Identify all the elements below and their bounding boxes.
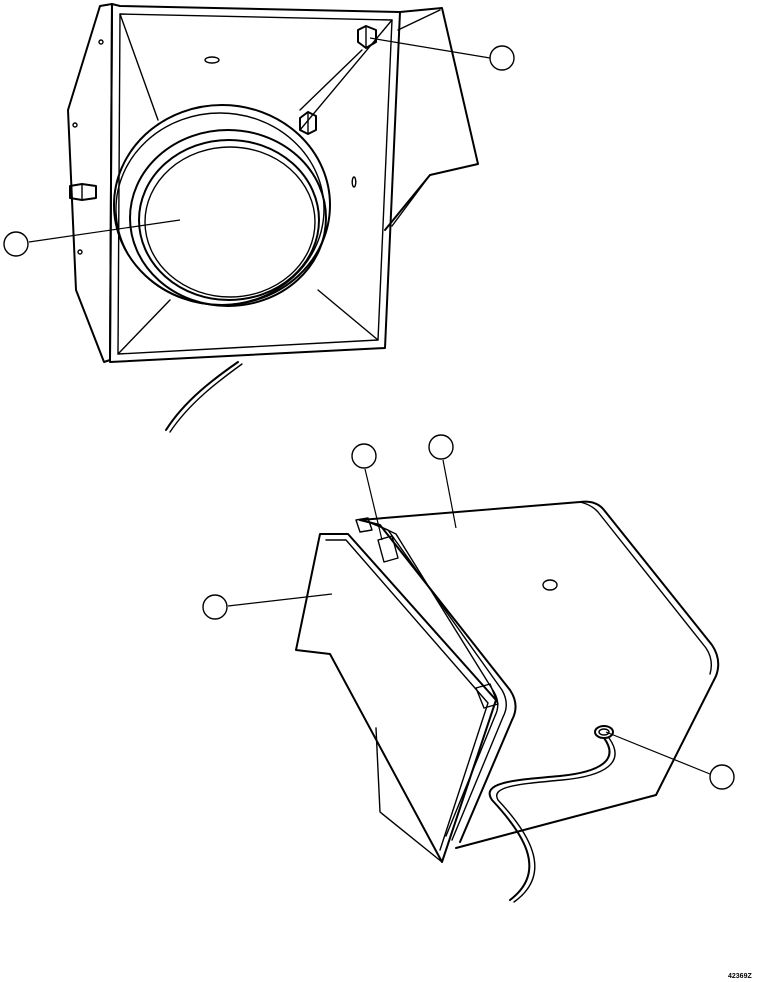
- recess-line: [119, 13, 159, 121]
- recess-line: [299, 19, 393, 131]
- upper-light-assembly: [67, 3, 479, 433]
- housing-back: [359, 500, 720, 849]
- housing-side-flange: [67, 3, 113, 363]
- mount-slot-top: [204, 56, 220, 64]
- tab-top: [377, 535, 399, 563]
- nut-upper: [299, 25, 377, 111]
- flange-hole: [77, 249, 83, 255]
- flange-stud: [69, 183, 97, 201]
- lens-face-upper: [144, 146, 316, 298]
- wire-grommet-inner: [598, 728, 610, 736]
- callout-2: [369, 37, 515, 71]
- housing-corner: [355, 517, 373, 533]
- callout-6: [605, 731, 735, 790]
- upper-wire: [165, 361, 239, 431]
- housing-side-seam-inner: [367, 521, 507, 841]
- figure-code: 42369Z: [728, 973, 752, 980]
- lower-wire: [488, 737, 611, 901]
- housing-rear-body: [384, 7, 479, 231]
- housing-front-frame: [109, 3, 401, 363]
- tab-bottom: [475, 683, 499, 709]
- lens-bezel-lower-inner: [325, 539, 489, 851]
- recess-line: [317, 289, 379, 341]
- flange-hole: [98, 39, 104, 45]
- bezel-bottom-panel: [375, 727, 443, 863]
- upper-wire-outline: [169, 363, 243, 433]
- lens-ring-inner: [138, 139, 320, 301]
- mount-slot-side: [351, 176, 357, 188]
- lens-bezel-outer: [113, 104, 331, 306]
- upper-wire-rear: [391, 174, 431, 227]
- lens-bezel-ring: [129, 129, 327, 307]
- lens-bezel-lower: [295, 533, 497, 863]
- callout-1: [3, 219, 181, 257]
- housing-rear-edge: [397, 9, 441, 31]
- callouts: [3, 37, 735, 790]
- wire-grommet: [594, 725, 614, 739]
- housing-side-seam: [359, 519, 517, 843]
- callout-5: [202, 593, 333, 620]
- housing-back-lip: [579, 501, 713, 675]
- lower-light-assembly: [295, 500, 720, 903]
- callout-4: [428, 434, 457, 529]
- flange-hole: [72, 122, 78, 128]
- callout-3: [351, 443, 383, 541]
- recess-line: [117, 299, 171, 355]
- rear-mount-hole: [542, 579, 558, 591]
- lower-wire-outline: [496, 737, 616, 903]
- nut-lower: [299, 111, 317, 135]
